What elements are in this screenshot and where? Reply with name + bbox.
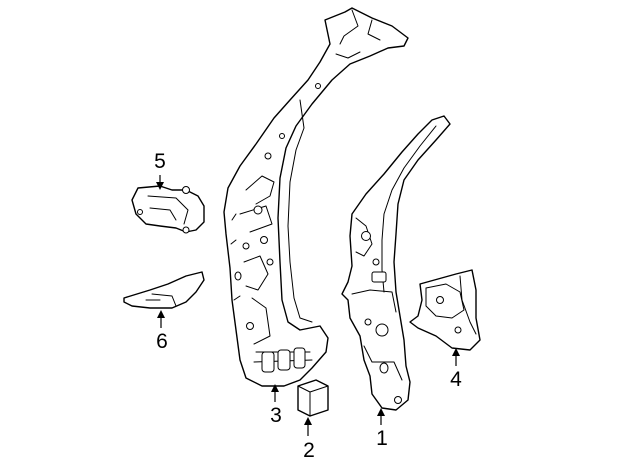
part-2-spacer-block [297,379,329,417]
callout-1: 1 [376,427,388,450]
part-6-pad [123,271,205,309]
callout-labels: 5 6 3 2 1 4 [154,150,462,462]
part-3-hinge-pillar [223,7,409,387]
callout-6: 6 [156,330,168,353]
part-1-center-pillar [341,115,451,411]
callout-2: 2 [303,439,315,462]
callout-5: 5 [154,150,166,173]
part-5-bracket [131,185,205,234]
callout-3: 3 [270,404,282,427]
part-4-extension-bracket [409,269,481,351]
leader-lines [156,175,460,436]
callout-4: 4 [450,368,462,391]
